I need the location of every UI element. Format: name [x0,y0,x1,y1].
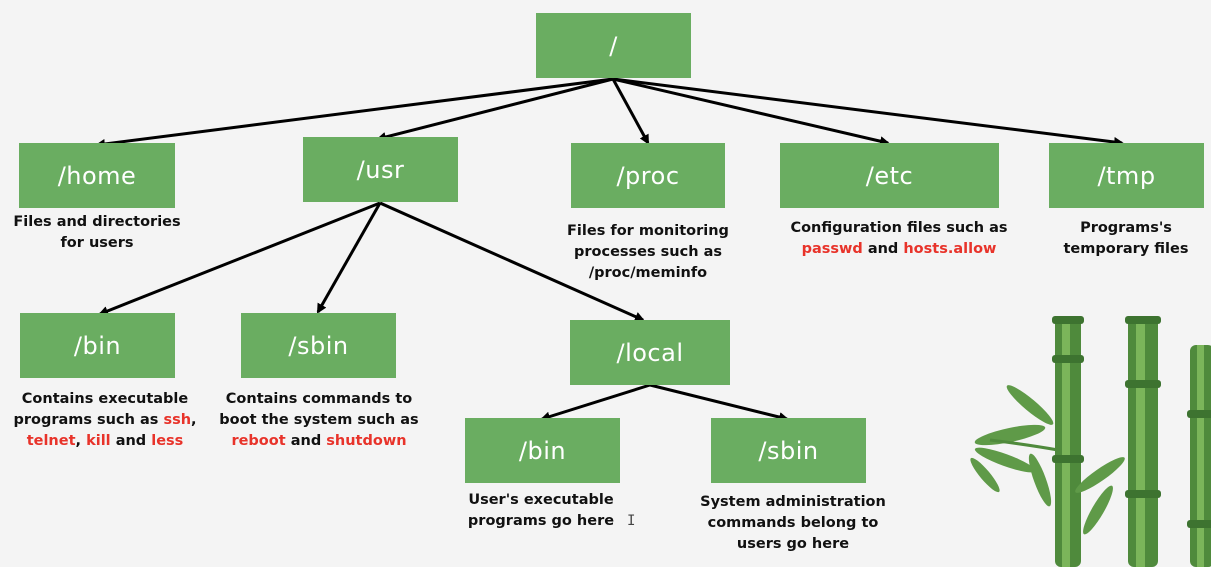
node-etc: /etc [780,143,999,208]
node-sbin-label: /sbin [288,331,349,360]
node-home: /home [19,143,175,208]
highlight-passwd: passwd [801,241,863,257]
node-root-label: / [609,31,618,60]
desc-local-bin-line: programs go here [467,513,615,529]
highlight-reboot: reboot [231,433,286,449]
desc-etc: Configuration files such as passwd and h… [770,218,1028,260]
bamboo-illustration [970,316,1211,567]
node-local: /local [570,320,730,385]
arrow-root-etc [612,77,890,147]
arrow-usr-sbin [316,202,382,314]
arrow-usr-bin [98,201,381,316]
node-tmp-label: /tmp [1097,161,1156,190]
desc-home: Files and directories for users [5,212,189,254]
highlight-telnet: telnet [26,433,76,449]
node-local-label: /local [616,338,684,367]
node-local-sbin-label: /sbin [758,436,819,465]
desc-etc-and: and [862,241,904,257]
desc-tmp-line: Programs's [1080,220,1172,236]
desc-local-sbin-line: commands belong to [707,515,879,531]
desc-proc-line: processes such as [573,244,723,260]
desc-sbin-line: reboot and shutdown [215,431,423,452]
highlight-less: less [151,433,184,449]
desc-tmp-line: temporary files [1063,241,1189,257]
arrow-local-bin [540,383,651,422]
desc-bin-and: and [110,433,152,449]
desc-home-line: for users [60,235,134,251]
text-cursor-icon: I [627,513,636,529]
node-sbin: /sbin [241,313,396,378]
desc-proc-line: /proc/meminfo [588,265,708,281]
desc-local-bin-line: User's executable [468,492,614,508]
desc-bin-line: telnet, kill and less [5,431,205,452]
arrow-root-tmp [612,77,1124,147]
arrow-root-usr [376,77,614,142]
desc-bin-comma: , [75,433,87,449]
desc-bin-text: programs such as [13,412,164,428]
desc-home-line: Files and directories [13,214,181,230]
highlight-shutdown: shutdown [326,433,407,449]
arrow-root-home [95,77,614,149]
node-tmp: /tmp [1049,143,1204,208]
node-etc-label: /etc [865,161,914,190]
desc-etc-line: passwd and hosts.allow [770,239,1028,260]
desc-local-sbin-line: System administration [700,494,886,510]
desc-bin: Contains executable programs such as ssh… [5,389,205,452]
desc-local-bin: User's executable programs go here [455,490,627,532]
desc-sbin-line: boot the system such as [219,412,419,428]
arrow-usr-local [379,201,645,322]
node-proc-label: /proc [616,161,680,190]
desc-bin-comma: , [191,412,197,428]
highlight-ssh: ssh [163,412,192,428]
desc-bin-line: programs such as ssh, [5,410,205,431]
desc-etc-line: Configuration files such as [790,220,1008,236]
node-bin: /bin [20,313,175,378]
desc-sbin: Contains commands to boot the system suc… [215,389,423,452]
node-usr-label: /usr [356,155,405,184]
arrow-root-proc [611,78,650,145]
node-local-sbin: /sbin [711,418,866,483]
desc-proc: Files for monitoring processes such as /… [548,221,748,284]
desc-proc-line: Files for monitoring [567,223,729,239]
highlight-hosts-allow: hosts.allow [903,241,997,257]
desc-bin-line: Contains executable [21,391,189,407]
desc-local-sbin: System administration commands belong to… [690,492,896,555]
desc-local-sbin-line: users go here [736,536,850,552]
highlight-kill: kill [86,433,111,449]
node-local-bin: /bin [465,418,620,483]
node-root: / [536,13,691,78]
desc-sbin-and: and [285,433,327,449]
arrow-local-sbin [649,383,789,422]
node-proc: /proc [571,143,725,208]
node-bin-label: /bin [73,331,122,360]
node-usr: /usr [303,137,458,202]
node-local-bin-label: /bin [518,436,567,465]
desc-sbin-line: Contains commands to [225,391,413,407]
node-home-label: /home [57,161,137,190]
desc-tmp: Programs's temporary files [1045,218,1207,260]
